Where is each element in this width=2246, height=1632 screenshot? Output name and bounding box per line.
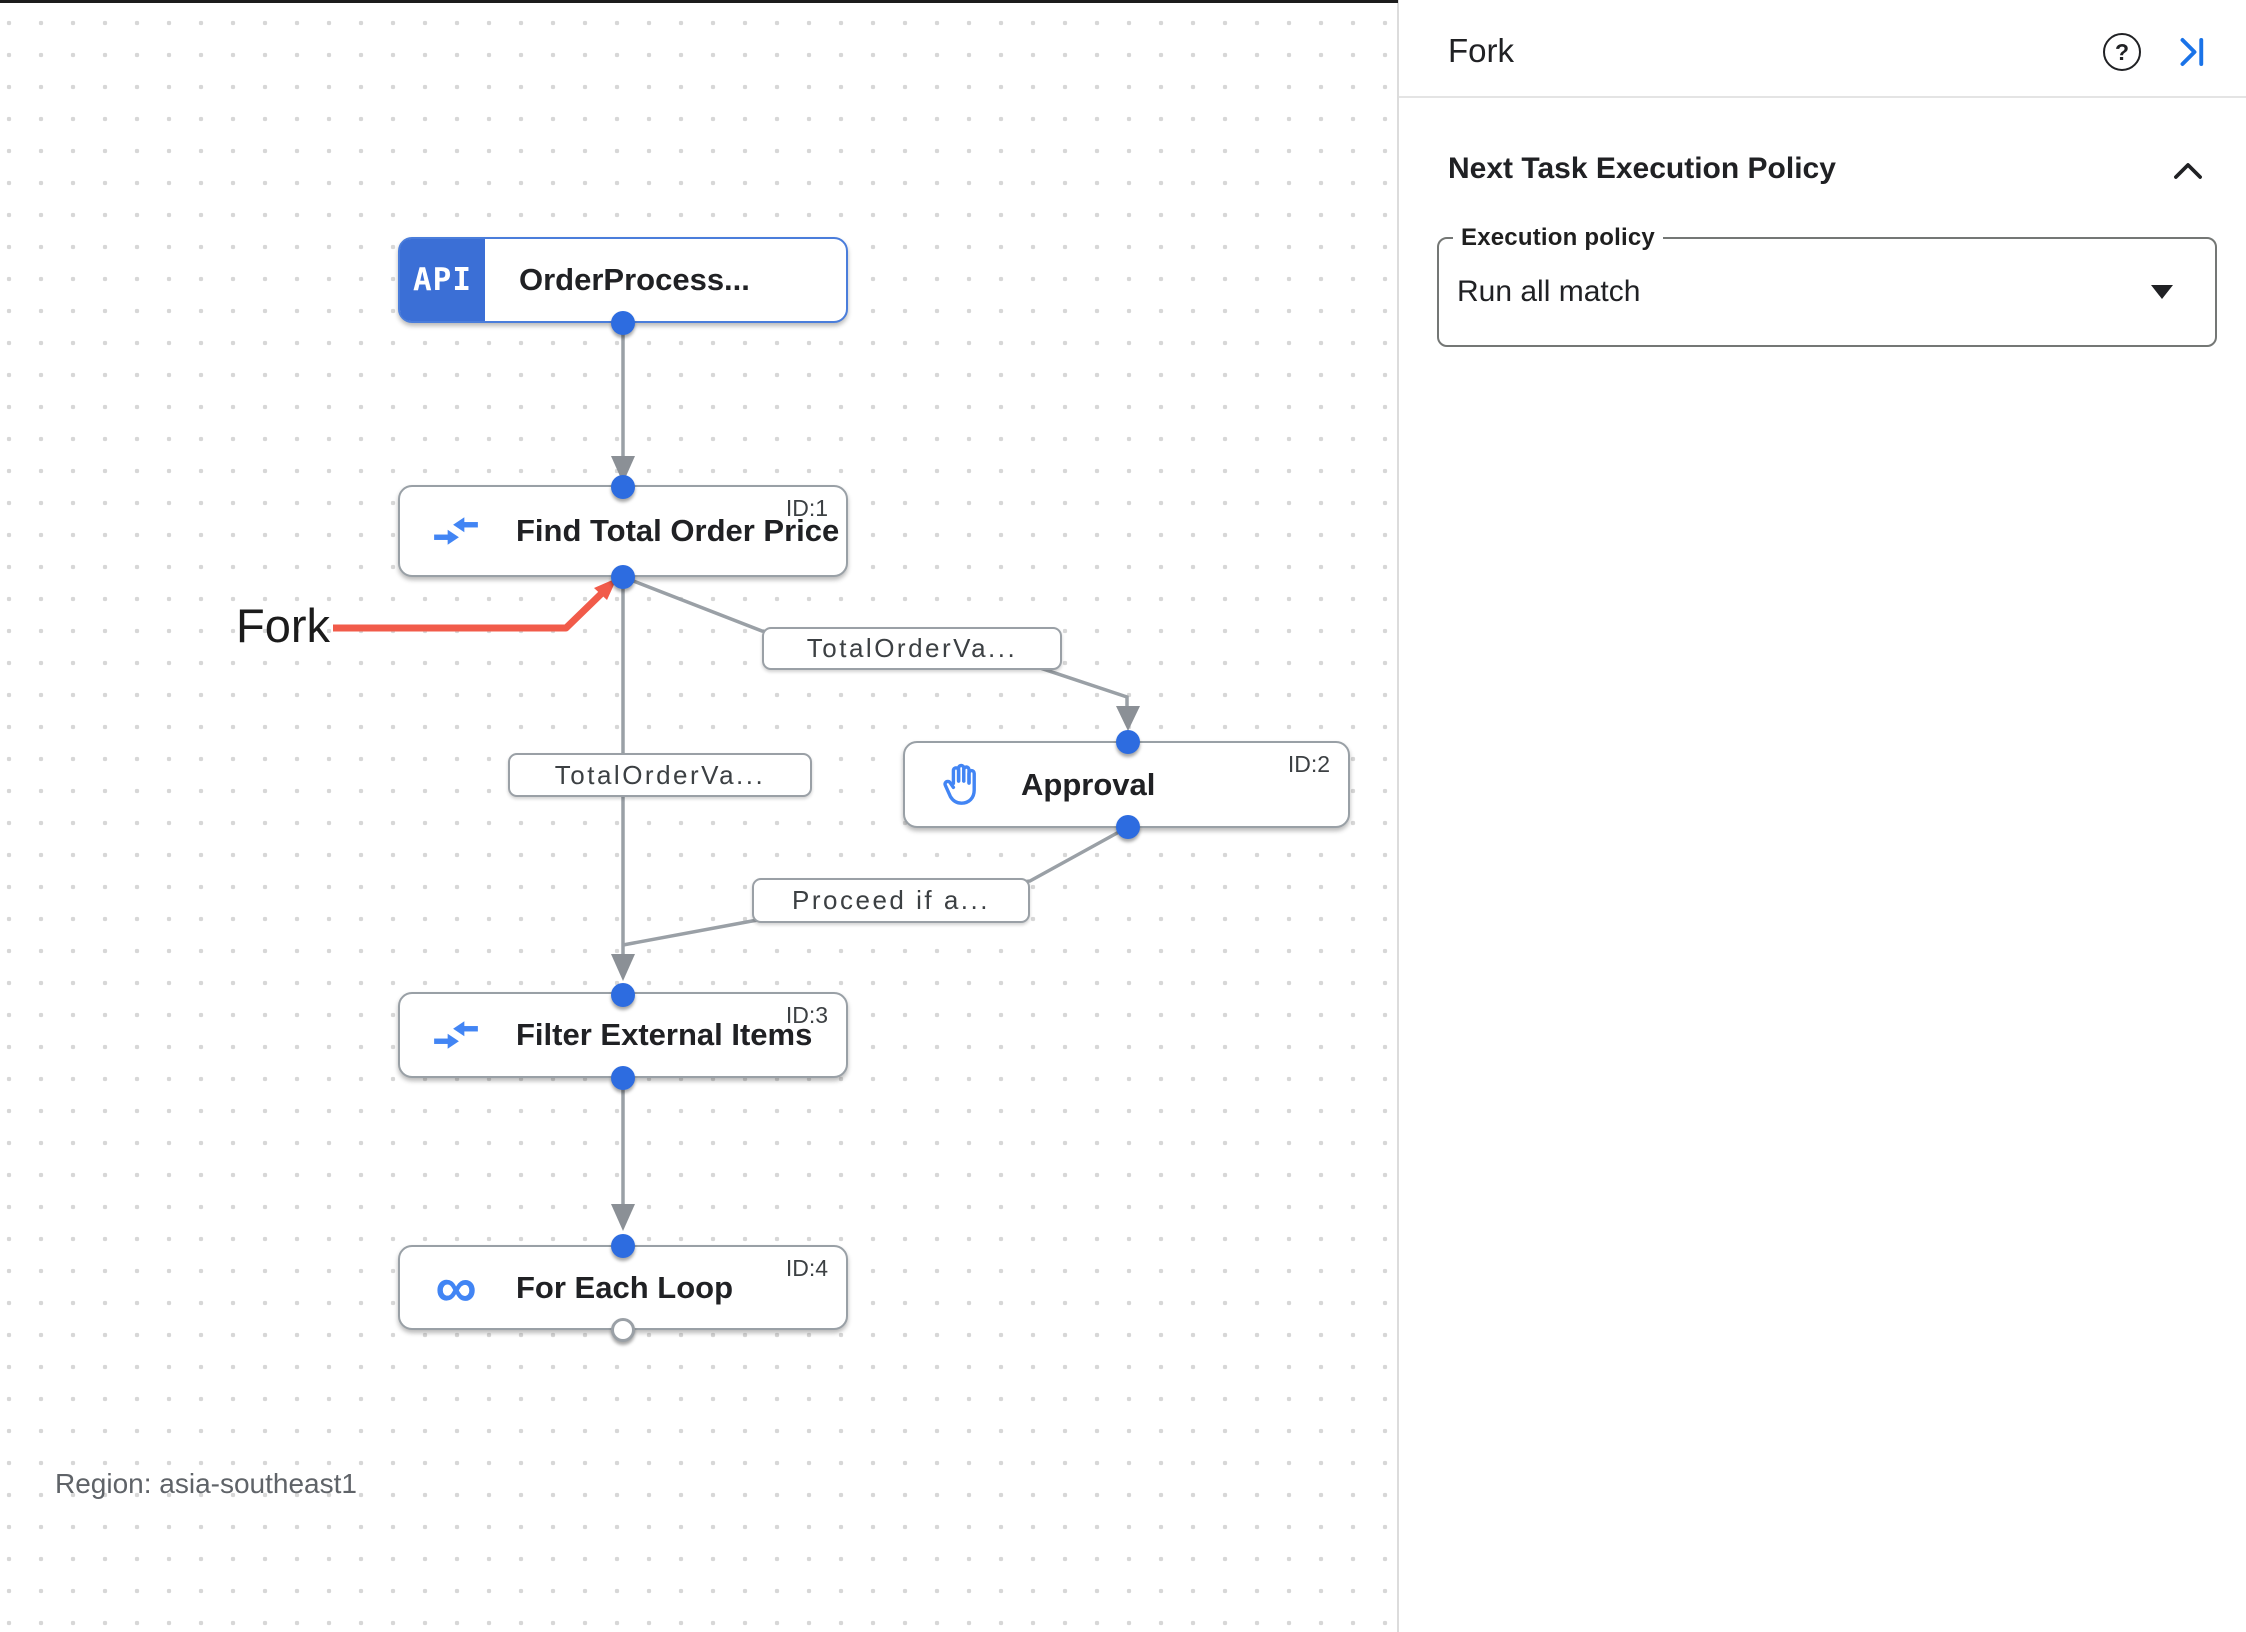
- arrowhead: [1116, 706, 1140, 731]
- node-find-total-order-price[interactable]: Find Total Order Price ID:1: [398, 485, 848, 577]
- collapse-panel-icon[interactable]: [2175, 34, 2211, 70]
- section-title: Next Task Execution Policy: [1448, 152, 1836, 185]
- edge-condition-label[interactable]: TotalOrderVa...: [762, 627, 1062, 670]
- edge-condition-label[interactable]: Proceed if a...: [752, 878, 1030, 923]
- dropdown-arrow-icon: [2151, 285, 2173, 299]
- arrowhead: [611, 1204, 635, 1231]
- connection-point[interactable]: [611, 1066, 635, 1090]
- data-mapping-icon: [430, 1009, 482, 1061]
- node-id-badge: ID:3: [785, 1002, 828, 1028]
- execution-policy-label: Execution policy: [1453, 224, 1663, 252]
- workflow-canvas[interactable]: TotalOrderVa... TotalOrderVa... Proceed …: [0, 0, 1398, 1632]
- node-id-badge: ID:1: [785, 495, 828, 521]
- node-title: Filter External Items: [516, 1017, 813, 1052]
- canvas-top-border: [0, 0, 1398, 3]
- node-id-badge: ID:4: [785, 1255, 828, 1281]
- panel-header: Fork ?: [1399, 0, 2246, 98]
- node-approval[interactable]: Approval ID:2: [903, 741, 1350, 828]
- connection-point[interactable]: [611, 983, 635, 1007]
- connection-point-open[interactable]: [611, 1318, 635, 1342]
- annotation-arrow-line: [333, 591, 604, 632]
- arrowhead: [611, 954, 635, 981]
- panel-title: Fork: [1448, 32, 1514, 69]
- connection-point[interactable]: [611, 475, 635, 499]
- fork-annotation-label: Fork: [236, 599, 330, 652]
- connection-point-fork[interactable]: [611, 565, 635, 589]
- data-mapping-icon: [430, 505, 482, 557]
- node-title: Find Total Order Price: [516, 513, 840, 548]
- annotation-arrowhead: [594, 578, 617, 600]
- api-trigger-icon: API: [400, 239, 485, 321]
- execution-policy-value: Run all match: [1457, 275, 1641, 308]
- help-glyph: ?: [2114, 38, 2130, 65]
- hand-approval-icon: [935, 759, 987, 811]
- connection-point[interactable]: [1116, 730, 1140, 754]
- connection-point[interactable]: [611, 1234, 635, 1258]
- chevron-up-icon[interactable]: [2171, 156, 2205, 186]
- node-id-badge: ID:2: [1287, 751, 1330, 777]
- node-title: OrderProcess...: [519, 262, 750, 297]
- help-icon[interactable]: ?: [2103, 33, 2141, 71]
- node-order-process-trigger[interactable]: API OrderProcess...: [398, 237, 848, 323]
- config-panel: Fork ? Next Task Execution Policy Execut…: [1398, 0, 2246, 1632]
- connection-point[interactable]: [1116, 815, 1140, 839]
- workflow-edges: [333, 323, 1140, 1231]
- next-task-policy-section: Next Task Execution Policy: [1399, 138, 2246, 210]
- arrowhead: [611, 456, 635, 483]
- connection-point[interactable]: [611, 311, 635, 335]
- infinity-loop-icon: ∞: [435, 1254, 477, 1320]
- node-title: For Each Loop: [516, 1269, 733, 1305]
- node-title: Approval: [1021, 766, 1156, 802]
- execution-policy-select[interactable]: Execution policy Run all match: [1437, 224, 2217, 347]
- edge-condition-label[interactable]: TotalOrderVa...: [508, 753, 812, 797]
- region-label: Region: asia-southeast1: [55, 1468, 357, 1499]
